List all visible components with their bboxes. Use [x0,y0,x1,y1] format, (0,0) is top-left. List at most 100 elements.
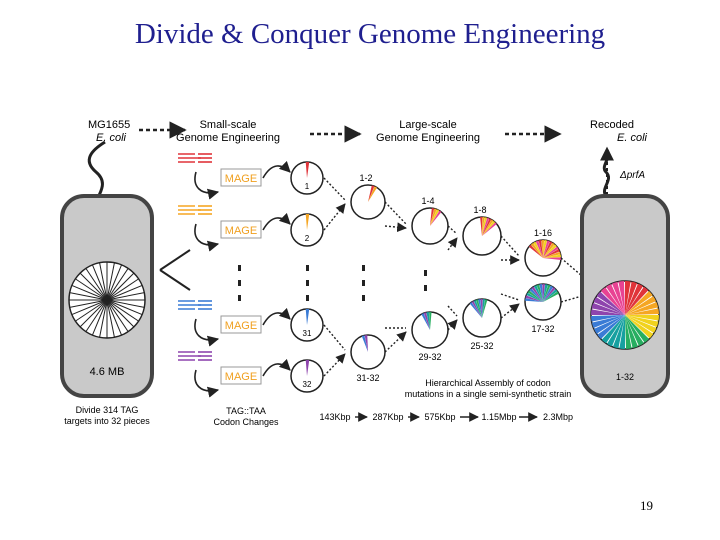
merge-line [447,305,458,317]
assembly-wedge [543,242,555,258]
assembly-wedge [482,299,488,318]
page-number: 19 [640,498,653,513]
assembly-wedge [361,335,368,352]
assembly-wedge [543,246,559,258]
recoded-wedge [625,301,659,315]
mage-label: MAGE [225,371,257,383]
assembly-wedge [471,300,482,318]
left-caption-2: targets into 32 pieces [64,416,150,426]
end-strain-species: E. coli [617,132,648,144]
level-label-bottom: 17-32 [531,324,554,334]
level-label-bottom: 25-32 [470,341,493,351]
mage-box [220,366,262,385]
piece-number: 31 [303,329,312,338]
assembly-wedge [531,286,543,302]
assembly-wedge [543,251,561,258]
codon-changes-1: TAG::TAA [226,406,266,416]
fan-out-lines [159,249,191,291]
mage-box [220,315,262,334]
assembly-wedge [536,284,543,302]
mage-box [220,220,262,239]
right-cell: 1-32 [580,149,670,398]
genome-size-label: 4.6 MB [90,366,125,378]
merge-line [447,237,458,251]
assembly-wedge [475,299,482,318]
merge-line [384,201,407,225]
assembly-wedge [543,257,561,261]
assembly-wedge [421,313,430,330]
left-cell-flagellum [87,140,106,199]
merge-line [323,324,346,351]
assembly-wedge [482,217,485,236]
cycle-arrow [262,212,291,231]
oligo-pools [178,153,212,361]
assembly-wedge [535,240,543,258]
recoded-wedge [625,290,653,315]
recoded-wedge [625,315,650,343]
start-strain-label: MG1655 [88,119,130,131]
recoded-wedge [593,296,625,315]
piece-wedge [305,162,310,178]
mage-box [220,168,262,187]
assembly-wedge [543,240,547,258]
recoded-wedge [618,281,625,315]
recoded-wedge [625,315,654,339]
recoded-wedge [625,315,659,321]
merge-line [447,225,458,235]
assembly-wedge [480,217,483,236]
assembly-wedge [478,299,482,318]
assembly-wedge [469,302,482,318]
recoded-wedge [619,315,625,349]
recoded-wedge [625,283,644,315]
assembly-wedge [542,284,545,302]
assembly-wedge [543,254,561,258]
recoded-wedge [593,315,625,334]
assembly-wedge [543,241,553,258]
genome-segment-line [106,268,129,301]
recoded-wedge [625,315,644,347]
assembly-wedge [368,185,375,202]
small-scale-label: Small-scale [200,119,257,131]
genome-segment-line [75,299,108,322]
assembly-wedge [529,288,543,302]
genome-segment-line [106,299,135,328]
cycle-arrow [194,171,220,200]
assembly-wedge [368,186,377,202]
large-scale-label: Large-scale [399,119,456,131]
genome-segment-line [75,278,108,301]
recoded-wedge [597,315,625,340]
genome-segment-line [71,284,108,301]
end-strain-label: Recoded [590,119,634,131]
recoded-wedge [600,287,625,315]
left-cell: 4.6 MB Divide 314 TAG targets into 32 pi… [60,140,154,426]
recoded-wedge [612,315,625,349]
recoded-wedge [606,283,625,315]
assembly-wedge [543,291,559,302]
assembly-wedge [482,218,492,236]
piece-wedge [305,214,310,230]
level-label-top: 1-8 [473,205,486,215]
cycle-arrow [194,369,220,398]
cycle-arrow [194,318,220,347]
assembly-wedge [543,284,548,302]
cycle-arrow [262,358,291,377]
assembly-wedge [533,285,543,302]
merge-line [500,293,520,301]
assembly-wedge [539,284,543,302]
piece-number: 32 [303,380,312,389]
assembly-wedge [482,219,494,236]
recoded-wedge [591,309,625,315]
assembly-wedge [543,244,557,258]
recoded-wedge [601,315,625,344]
assembly-wedge [526,292,543,302]
genome-segment-line [79,272,108,301]
size-label: 575Kbp [424,412,455,422]
cycle-arrow [194,223,220,252]
recoded-wedge [591,302,625,315]
genome-segment-line [106,272,135,301]
recoded-wedge [625,315,657,334]
small-scale-label-2: Genome Engineering [176,132,280,144]
piece-number: 2 [305,234,310,243]
genome-segment-line [106,299,139,322]
